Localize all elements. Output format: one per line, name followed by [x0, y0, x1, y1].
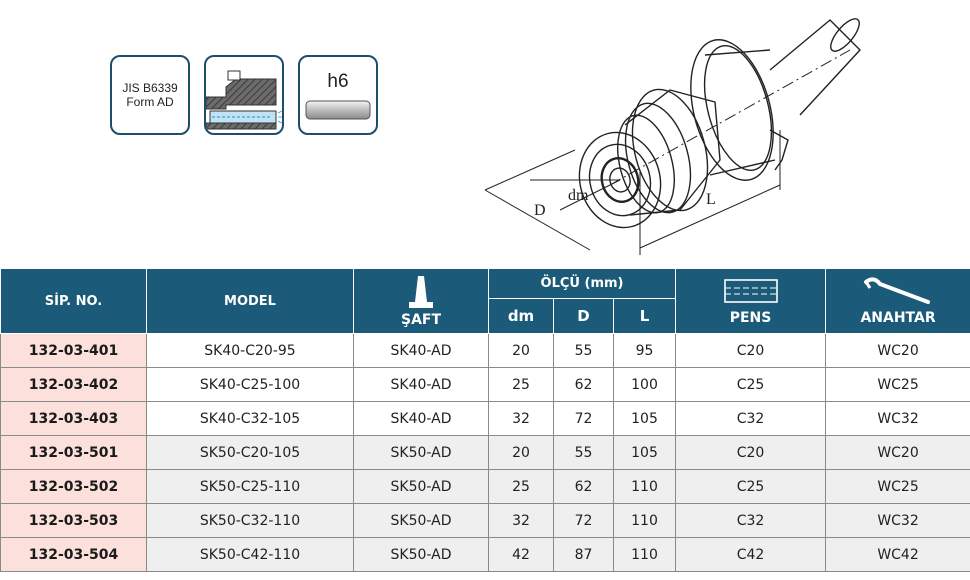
flange [690, 39, 774, 181]
cell-collet: C32 [675, 401, 827, 436]
dimension-label-dm: dm [568, 187, 589, 204]
center-axis [609, 49, 851, 186]
cell-collet: C20 [675, 435, 827, 470]
cell-dm: 42 [488, 537, 554, 572]
cell-wrench: WC42 [825, 537, 970, 572]
cell-shaft: SK40-AD [353, 333, 489, 368]
header-wrench: ANAHTAR [825, 268, 970, 334]
wrench-icon [864, 277, 931, 304]
cell-d: 72 [553, 503, 614, 538]
cell-code: 132-03-504 [0, 537, 147, 572]
collet-nut [624, 89, 721, 216]
cell-code: 132-03-503 [0, 503, 147, 538]
form-ad-coolant-badge [204, 55, 284, 135]
header-d: D [553, 298, 614, 334]
jis-standard-text: JIS B6339 [122, 81, 178, 95]
cell-shaft: SK40-AD [353, 367, 489, 402]
cell-collet: C20 [675, 333, 827, 368]
cell-collet: C25 [675, 367, 827, 402]
cell-shaft: SK50-AD [353, 435, 489, 470]
header-code: SİP. NO. [0, 268, 147, 334]
dimension-label-d: D [534, 202, 546, 219]
cell-model: SK50-C20-105 [146, 435, 354, 470]
cell-d: 87 [553, 537, 614, 572]
cell-l: 110 [612, 469, 677, 504]
product-table: SİP. NO. MODEL ŞAFT ÖLÇÜ (mm) PENS [0, 267, 970, 572]
cell-d: 55 [553, 435, 614, 470]
cell-dm: 25 [488, 469, 554, 504]
cell-d: 62 [553, 367, 614, 402]
nose-front [578, 131, 662, 229]
header-wrench-label: ANAHTAR [860, 310, 936, 326]
cell-dm: 32 [488, 401, 554, 436]
dimension-label-l: L [706, 191, 716, 208]
cell-l: 100 [612, 367, 677, 402]
collet-icon [723, 279, 778, 303]
header-shaft-label: ŞAFT [400, 312, 442, 328]
cell-code: 132-03-501 [0, 435, 147, 470]
cell-model: SK40-C20-95 [146, 333, 354, 368]
cell-dm: 20 [488, 435, 554, 470]
cell-shaft: SK40-AD [353, 401, 489, 436]
cell-dm: 25 [488, 367, 554, 402]
cell-dm: 20 [488, 333, 554, 368]
cell-model: SK40-C32-105 [146, 401, 354, 436]
cell-code: 132-03-401 [0, 333, 147, 368]
coolant-section-icon [206, 70, 282, 130]
header-shaft: ŞAFT [353, 268, 489, 334]
cell-wrench: WC25 [825, 367, 970, 402]
cell-d: 62 [553, 469, 614, 504]
cell-collet: C42 [675, 537, 827, 572]
cell-code: 132-03-502 [0, 469, 147, 504]
header-collet: PENS [675, 268, 827, 334]
header-l: L [612, 298, 677, 334]
cell-wrench: WC32 [825, 503, 970, 538]
cell-d: 55 [553, 333, 614, 368]
collet-chuck-drawing: dm D L [484, 18, 861, 255]
cell-wrench: WC20 [825, 435, 970, 470]
cell-l: 110 [612, 537, 677, 572]
tolerance-label: h6 [327, 71, 349, 92]
shaft-taper-icon [409, 276, 433, 308]
cell-model: SK50-C32-110 [146, 503, 354, 538]
cell-l: 110 [612, 503, 677, 538]
cell-wrench: WC20 [825, 333, 970, 368]
cell-l: 95 [612, 333, 677, 368]
cell-shaft: SK50-AD [353, 537, 489, 572]
cell-collet: C25 [675, 469, 827, 504]
cell-wrench: WC32 [825, 401, 970, 436]
cell-l: 105 [612, 435, 677, 470]
jis-standard-badge: JIS B6339 Form AD [110, 55, 190, 135]
cell-l: 105 [612, 401, 677, 436]
cell-shaft: SK50-AD [353, 503, 489, 538]
cell-wrench: WC25 [825, 469, 970, 504]
header-model: MODEL [146, 268, 354, 334]
header-dimensions: ÖLÇÜ (mm) [487, 267, 677, 300]
cell-model: SK40-C25-100 [146, 367, 354, 402]
taper-cone [769, 19, 861, 116]
cell-shaft: SK50-AD [353, 469, 489, 504]
cell-d: 72 [553, 401, 614, 436]
cell-code: 132-03-403 [0, 401, 147, 436]
cell-dm: 32 [488, 503, 554, 538]
cell-code: 132-03-402 [0, 367, 147, 402]
cell-model: SK50-C42-110 [146, 537, 354, 572]
shank-rod-icon [305, 100, 371, 120]
header-collet-label: PENS [729, 310, 772, 326]
cell-model: SK50-C25-110 [146, 469, 354, 504]
header-dm: dm [488, 298, 554, 334]
form-type-text: Form AD [126, 95, 174, 109]
cell-collet: C32 [675, 503, 827, 538]
tolerance-h6-badge: h6 [298, 55, 378, 135]
